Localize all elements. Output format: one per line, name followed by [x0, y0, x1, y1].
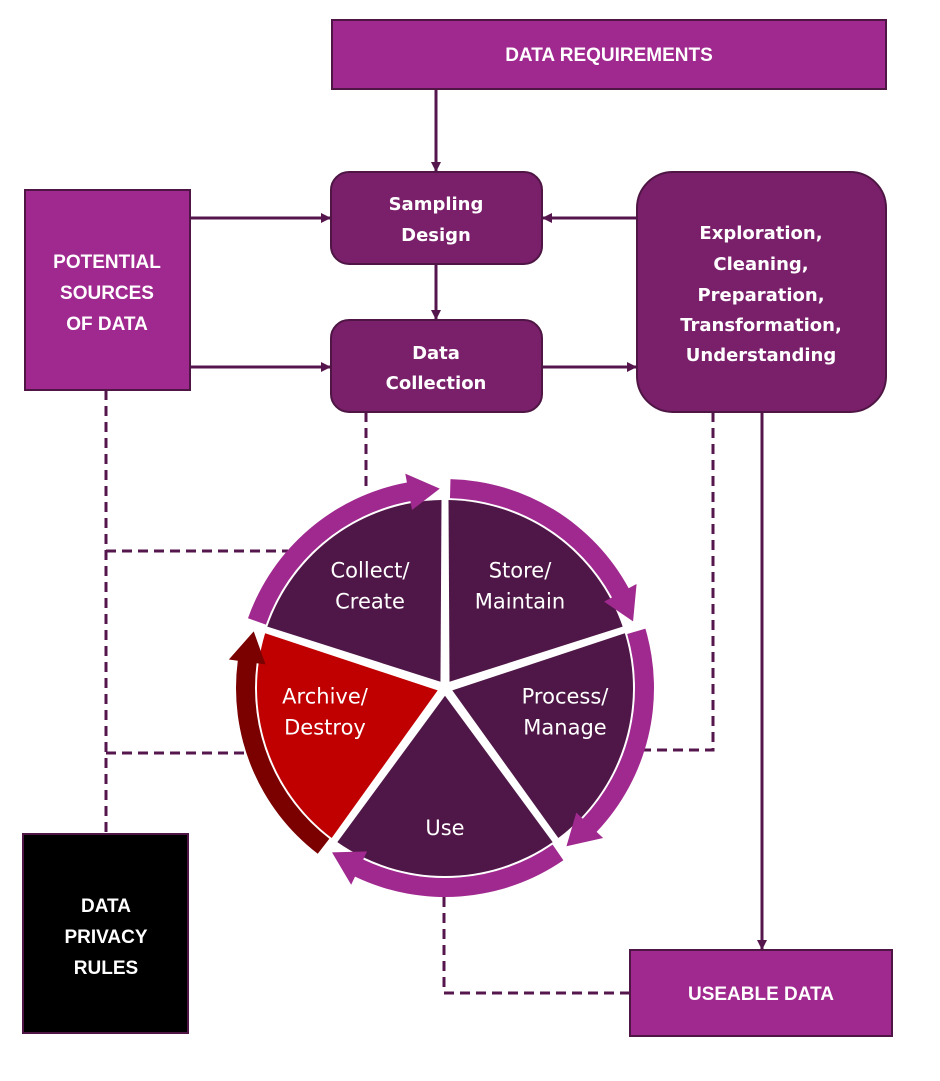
- cycle-segment-use: Use: [332, 695, 564, 897]
- exploration-label-line-3: Preparation,: [697, 285, 824, 306]
- cycle-wedge-process-manage: [452, 633, 633, 839]
- cycle-label-store-maintain-line-2: Maintain: [475, 590, 565, 614]
- cycle-label-collect-create-line-2: Create: [335, 590, 405, 614]
- data-requirements-box: DATA REQUIREMENTS: [331, 19, 887, 90]
- sampling-design-label-line-1: Sampling: [389, 194, 484, 215]
- exploration-box: Exploration, Cleaning, Preparation, Tran…: [636, 171, 887, 413]
- potential-sources-label-line-2: SOURCES: [60, 283, 154, 304]
- exploration-label-line-2: Cleaning,: [713, 254, 808, 275]
- cycle-label-process-manage-line-2: Manage: [523, 716, 606, 740]
- cycle-wedge-archive-destroy: [257, 633, 438, 839]
- privacy-rules-label-line-1: DATA: [81, 896, 131, 917]
- data-lifecycle-cycle: Collect/CreateStore/MaintainProcess/Mana…: [228, 473, 654, 897]
- dashed-exploration-to-process: [643, 412, 715, 752]
- potential-sources-box: POTENTIAL SOURCES OF DATA: [24, 189, 191, 391]
- data-requirements-label: DATA REQUIREMENTS: [505, 45, 713, 66]
- cycle-label-use-line-1: Use: [425, 816, 464, 840]
- data-collection-label-line-2: Collection: [386, 373, 487, 394]
- cycle-label-collect-create-line-1: Collect/: [331, 559, 411, 583]
- connectors: [104, 89, 767, 995]
- cycle-segment-collect-create: Collect/Create: [247, 473, 442, 682]
- cycle-arrow-process-manage: [566, 628, 654, 847]
- data-collection-box: Data Collection: [330, 319, 543, 413]
- potential-sources-label-line-3: OF DATA: [66, 314, 148, 335]
- cycle-arrow-use: [332, 844, 564, 897]
- privacy-rules-box: DATA PRIVACY RULES: [22, 833, 189, 1034]
- data-collection-label-line-1: Data: [412, 343, 460, 364]
- exploration-label-line-4: Transformation,: [680, 315, 842, 336]
- cycle-arrow-collect-create: [247, 473, 440, 625]
- sampling-design-box: Sampling Design: [330, 171, 543, 265]
- cycle-label-archive-destroy-line-2: Destroy: [284, 716, 366, 740]
- potential-sources-label-line-1: POTENTIAL: [53, 252, 161, 273]
- sampling-design-label-line-2: Design: [401, 225, 471, 246]
- useable-data-label: USEABLE DATA: [688, 984, 834, 1005]
- cycle-wedge-collect-create: [267, 500, 442, 682]
- exploration-label-line-1: Exploration,: [699, 223, 822, 244]
- cycle-segment-process-manage: Process/Manage: [452, 628, 654, 847]
- cycle-label-process-manage-line-1: Process/: [522, 685, 610, 709]
- cycle-segment-store-maintain: Store/Maintain: [448, 479, 637, 682]
- cycle-wedge-use: [337, 695, 553, 877]
- cycle-wedge-store-maintain: [448, 500, 623, 682]
- exploration-label-line-5: Understanding: [686, 345, 836, 366]
- privacy-rules-label-line-3: RULES: [74, 958, 138, 979]
- cycle-arrow-store-maintain: [449, 479, 637, 622]
- cycle-arrow-archive-destroy: [228, 631, 330, 854]
- useable-data-box: USEABLE DATA: [629, 949, 893, 1037]
- cycle-segment-archive-destroy: Archive/Destroy: [228, 631, 438, 854]
- cycle-label-archive-destroy-line-1: Archive/: [282, 685, 369, 709]
- privacy-rules-label-line-2: PRIVACY: [64, 927, 147, 948]
- dashed-useable-to-use: [442, 896, 630, 995]
- cycle-label-store-maintain-line-1: Store/: [489, 559, 553, 583]
